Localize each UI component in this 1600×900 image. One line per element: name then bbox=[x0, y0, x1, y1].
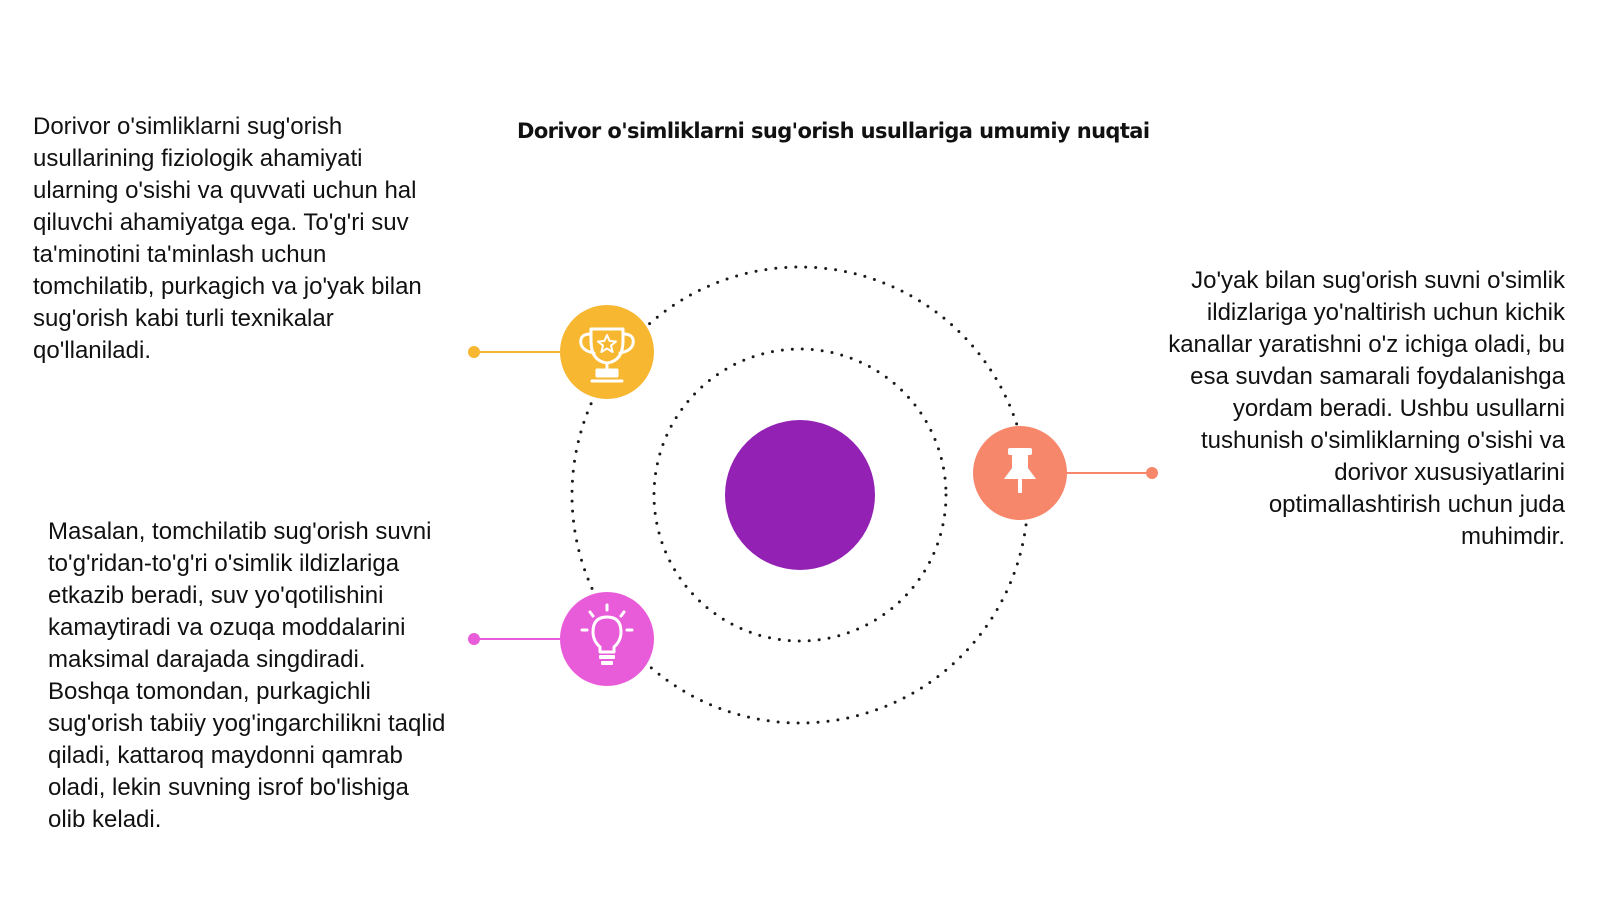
connector-lightbulb bbox=[468, 633, 560, 645]
diagram-title: Dorivor o'simliklarni sug'orish usullari… bbox=[517, 119, 1150, 143]
center-circle bbox=[725, 420, 875, 570]
connector-trophy bbox=[468, 346, 560, 358]
inner-orbit bbox=[652, 347, 948, 643]
text-block-pushpin: Jo'yak bilan sug'orish suvni o'simlik il… bbox=[1168, 267, 1565, 550]
node-lightbulb bbox=[560, 592, 654, 686]
node-trophy bbox=[560, 305, 654, 399]
pushpin-icon bbox=[1004, 448, 1036, 493]
text-block-trophy: Dorivor o'simliklarni sug'orish usullari… bbox=[33, 113, 422, 364]
text-block-lightbulb: Masalan, tomchilatib sug'orish suvni to'… bbox=[48, 518, 446, 833]
lightbulb-icon bbox=[580, 603, 634, 665]
trophy-icon bbox=[579, 327, 635, 383]
connector-pushpin bbox=[1066, 467, 1158, 479]
node-pushpin bbox=[973, 426, 1067, 520]
